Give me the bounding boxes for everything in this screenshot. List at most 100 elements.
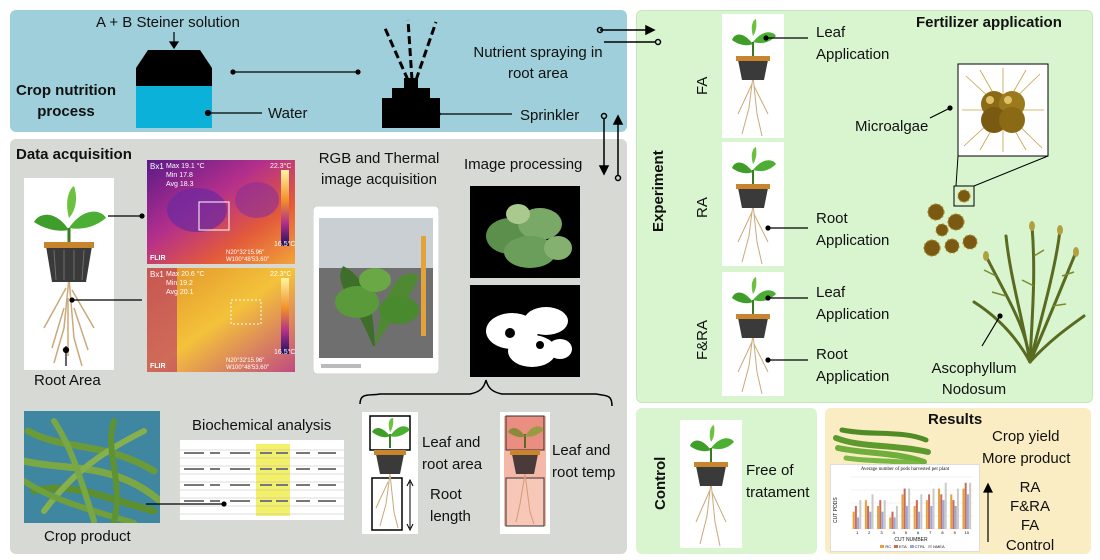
fa-leaf-application: Leaf Application [816, 24, 890, 63]
chart-bar [883, 500, 886, 529]
chart-bar [871, 494, 874, 529]
microalgae-illustration [923, 63, 1049, 257]
thermal-image-leaf [147, 160, 295, 264]
ranking-2: F&RA [1009, 498, 1050, 515]
chart-bar [869, 511, 872, 529]
results-title: Results [928, 411, 983, 428]
chart-title: Average number of pods harvested per pla… [860, 467, 950, 472]
thermal-top-box: Bx1 [150, 162, 164, 171]
thermal-bottom-brand: FLIR [150, 363, 166, 370]
chart-bar [944, 482, 947, 529]
thermal-top-brand: FLIR [150, 255, 166, 262]
processed-color-image [470, 186, 580, 278]
chart-xlabel: CUT NUMBER [894, 537, 928, 543]
crop-nutrition-title: Crop nutrition process [16, 82, 116, 120]
chart-bar [954, 505, 957, 529]
thermal-image-root [147, 268, 295, 372]
chart-bar [859, 500, 862, 529]
chart-bar [915, 500, 918, 529]
chart-bar [901, 494, 904, 529]
chart-bar [905, 505, 908, 529]
chart-tick-label: 7 [929, 530, 932, 535]
steiner-label: A + B Steiner solution [96, 14, 240, 31]
plant-root-area-illustration [24, 178, 114, 370]
spraying-label: Nutrient spraying in root area [473, 44, 603, 82]
thermal-bottom-box: Bx1 [150, 270, 164, 279]
thermal-bottom-low: 16.5°C [274, 349, 296, 356]
thermal-bottom-coords: N20°32'15.96" W100°48'53.60" [226, 358, 270, 371]
chart-bar [864, 500, 867, 529]
chart-legend-label: RC [885, 544, 892, 549]
chart-bar [930, 505, 933, 529]
chart-bar [969, 482, 972, 529]
biochemical-label: Biochemical analysis [192, 417, 332, 434]
ranking-1: RA [1019, 479, 1041, 496]
thermal-top-min: Min 17.8 [166, 172, 193, 179]
chart-bar [877, 505, 880, 529]
microalgae-label: Microalgae [855, 118, 929, 135]
ranking-4: Control [1005, 537, 1055, 554]
bean-pods-picture [833, 427, 931, 466]
biochemical-table [180, 440, 344, 520]
fertilizer-title: Fertilizer application [916, 14, 1062, 31]
water-label: Water [268, 105, 308, 122]
chart-bar [920, 494, 923, 529]
results-chart: Average number of pods harvested per pla… [830, 464, 980, 552]
chart-tick-label: 6 [917, 530, 920, 535]
chart-legend-label: CTRL [914, 544, 926, 549]
tank-icon [136, 50, 212, 128]
chart-bar [879, 500, 882, 529]
chart-bar [932, 488, 935, 529]
leaf-root-area-label: Leaf and root area [422, 434, 483, 473]
chart-bar [857, 517, 860, 529]
chart-bar [867, 505, 870, 529]
chart-legend-label: ETA [899, 544, 907, 549]
chart-bar [942, 500, 945, 529]
chart-bar [913, 505, 916, 529]
ascophyllum-label: Ascophyllum Nodosum [931, 360, 1017, 398]
chart-tick-label: 1 [856, 530, 859, 535]
chart-legend-label: NMEA [933, 544, 945, 549]
chart-tick-label: 8 [941, 530, 944, 535]
sprinkler-label: Sprinkler [520, 107, 580, 124]
chart-bar [903, 488, 906, 529]
chart-tick-label: 2 [868, 530, 871, 535]
ra-root-application: Root Application [816, 210, 890, 249]
chart-bar [928, 494, 931, 529]
thermal-bottom-min: Min 19.2 [166, 280, 193, 287]
fara-leaf-application: Leaf Application [816, 284, 890, 323]
chart-bar [881, 511, 884, 529]
chart-tick-label: 10 [965, 530, 970, 535]
thermal-bottom-max: Max 20.6 °C [166, 271, 205, 278]
chart-legend-swatch [880, 545, 885, 548]
plant-fara-illustration [722, 272, 784, 396]
more-product-label: More product [982, 450, 1071, 467]
crop-product-label: Crop product [44, 528, 131, 545]
chart-tick-label: 3 [880, 530, 883, 535]
chart-bar [852, 511, 855, 529]
plant-measurement-area [362, 412, 418, 534]
image-processing-label: Image processing [464, 156, 583, 173]
thermal-bottom-high: 22.3°C [270, 271, 292, 278]
chart-legend-swatch [928, 545, 933, 548]
data-acquisition-title: Data acquisition [16, 146, 132, 163]
thermal-top-avg: Avg 18.3 [166, 181, 194, 188]
thermal-top-max: Max 19.1 °C [166, 163, 205, 170]
crop-nutrition-panel [10, 10, 627, 132]
chart-bar [962, 488, 965, 529]
plant-ra-illustration [722, 142, 784, 266]
crop-product-photo [24, 411, 160, 523]
chart-bar [893, 517, 896, 529]
processed-binary-image [470, 285, 580, 377]
chart-tick-label: 9 [954, 530, 957, 535]
crop-yield-label: Crop yield [992, 428, 1060, 445]
chart-bar [918, 511, 921, 529]
plant-control-illustration [680, 420, 742, 548]
plant-measurement-temp [500, 412, 550, 534]
chart-bar [952, 500, 955, 529]
leaf-root-temp-label: Leaf and root temp [552, 442, 616, 481]
chart-tick-label: 4 [893, 530, 896, 535]
ranking-3: FA [1020, 517, 1040, 534]
